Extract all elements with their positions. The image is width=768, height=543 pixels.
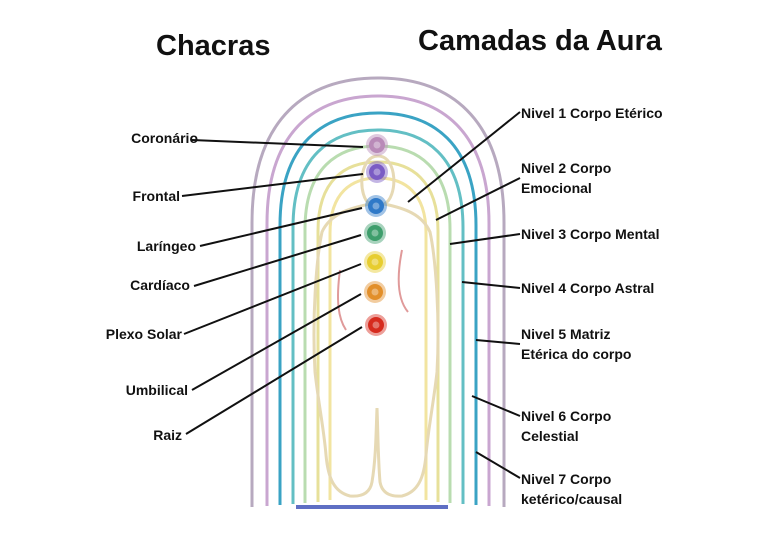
layer-label-7-line2: ketérico/causal xyxy=(521,491,623,507)
chakra-label-plexo-solar: Plexo Solar xyxy=(105,326,182,342)
layer-leader-line-5 xyxy=(475,339,521,345)
chakra-label-coronario: Coronário xyxy=(131,130,198,146)
layer-label-2: Nivel 2 Corpo Emocional xyxy=(521,158,611,198)
chakras-title: Chacras xyxy=(156,30,271,62)
layer-label-5: Nivel 5 Matriz Etérica do corpo xyxy=(521,324,631,364)
aura-layer-6-outline xyxy=(265,94,491,506)
layer-label-6-line2: Celestial xyxy=(521,428,579,444)
chakra-symbol-cardiaco xyxy=(364,222,386,244)
aura-baseline xyxy=(296,505,448,509)
chakra-leader-line-laringeo xyxy=(199,207,363,247)
aura-layer-2-outline xyxy=(316,160,440,502)
chakra-leader-line-umbilical xyxy=(191,293,362,391)
layer-leader-line-3 xyxy=(449,233,521,245)
chakra-leader-line-plexo-solar xyxy=(183,263,362,335)
chakra-label-laringeo: Laríngeo xyxy=(136,238,196,254)
layer-label-6-line1: Nivel 6 Corpo xyxy=(521,408,612,424)
right-arm-outline xyxy=(397,249,409,313)
layer-label-4: Nivel 4 Corpo Astral xyxy=(521,278,654,298)
layer-leader-line-4 xyxy=(461,281,521,289)
layer-label-5-line2: Etérica do corpo xyxy=(521,346,632,362)
chakra-label-cardiaco: Cardíaco xyxy=(130,277,190,293)
aura-layer-5-outline xyxy=(278,111,478,505)
layer-label-2-line1: Nivel 2 Corpo xyxy=(521,160,612,176)
body-silhouette xyxy=(312,154,440,498)
chakra-symbol-coronario xyxy=(366,134,388,156)
chakra-symbol-laringeo xyxy=(365,195,387,217)
aura-layer-7-outline xyxy=(250,76,506,507)
layer-leader-line-6 xyxy=(471,395,521,417)
chakra-leader-line-frontal xyxy=(181,173,364,197)
chakra-symbol-raiz xyxy=(365,314,387,336)
chakra-leader-line-coronario xyxy=(191,139,364,148)
layer-label-6: Nivel 6 Corpo Celestial xyxy=(521,406,611,446)
layer-label-7: Nivel 7 Corpo ketérico/causal xyxy=(521,469,622,509)
layer-leader-line-1 xyxy=(407,111,521,203)
layer-label-1: Nivel 1 Corpo Etérico xyxy=(521,103,663,123)
chakra-leader-line-cardiaco xyxy=(193,234,362,287)
layer-label-4-line1: Nivel 4 Corpo Astral xyxy=(521,280,655,296)
layer-leader-line-7 xyxy=(475,451,521,479)
aura-layers-title: Camadas da Aura xyxy=(418,25,662,57)
chakra-leader-line-raiz xyxy=(185,326,363,435)
chakra-label-umbilical: Umbilical xyxy=(125,382,188,398)
layer-label-3: Nivel 3 Corpo Mental xyxy=(521,224,659,244)
layer-label-1-line1: Nivel 1 Corpo Etérico xyxy=(521,105,663,121)
layer-label-5-line1: Nivel 5 Matriz xyxy=(521,326,611,342)
chakra-symbol-umbilical xyxy=(364,281,386,303)
chakra-symbol-frontal xyxy=(366,161,388,183)
layer-leader-line-2 xyxy=(435,177,521,221)
layer-label-7-line1: Nivel 7 Corpo xyxy=(521,471,612,487)
chakra-symbol-plexo-solar xyxy=(364,251,386,273)
layer-label-3-line1: Nivel 3 Corpo Mental xyxy=(521,226,660,242)
left-arm-outline xyxy=(337,269,347,331)
chakra-label-frontal: Frontal xyxy=(132,188,180,204)
chakra-label-raiz: Raiz xyxy=(153,427,182,443)
layer-label-2-line2: Emocional xyxy=(521,180,592,196)
